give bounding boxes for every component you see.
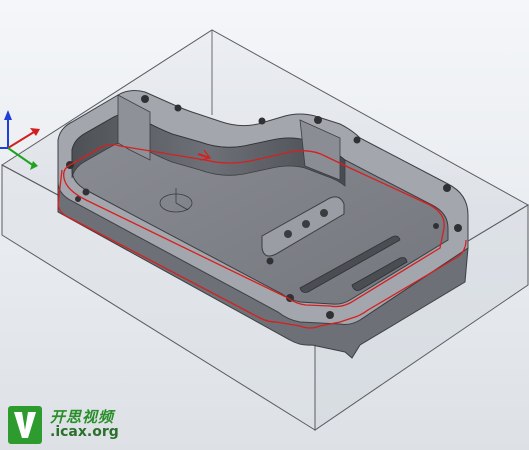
part-body[interactable] [57, 90, 469, 359]
mounting-holes [66, 95, 462, 319]
watermark-url: .icax.org [50, 424, 119, 440]
axis-triad [0, 110, 40, 170]
v-logo-icon [8, 406, 42, 444]
toolpath[interactable] [57, 143, 467, 329]
watermark-chinese-text: 开思视频 [50, 408, 115, 426]
watermark: 开思视频 .icax.org [4, 402, 134, 446]
